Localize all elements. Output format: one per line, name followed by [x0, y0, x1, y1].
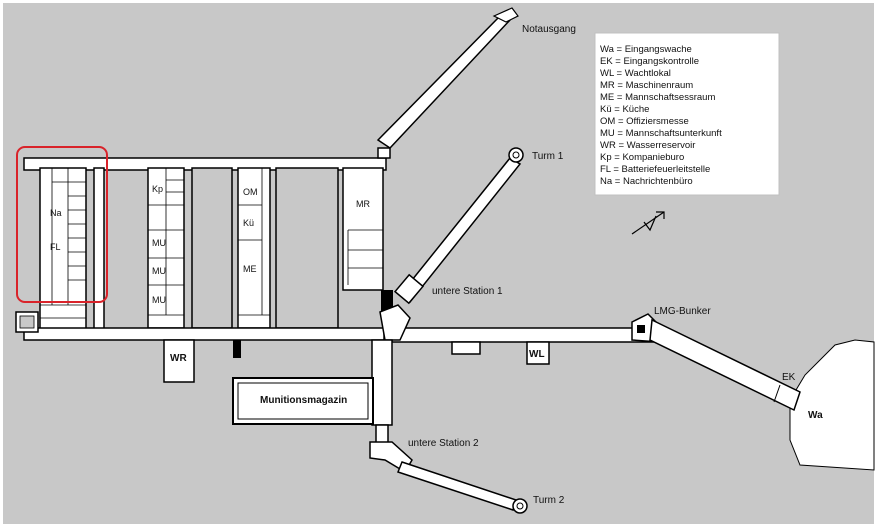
legend-item: Na = Nachrichtenbüro: [600, 176, 693, 187]
legend-item: MU = Mannschaftsunterkunft: [600, 128, 722, 139]
main-corridor-south: [23, 327, 385, 341]
room-label-mu-2: MU: [152, 266, 166, 276]
rock-outcrop: [789, 339, 875, 471]
room-label-na: Na: [50, 208, 62, 218]
junction: [379, 304, 411, 341]
label-wa: Wa: [808, 410, 823, 421]
north-arrow-icon: [631, 211, 665, 235]
room-label-mu-3: MU: [152, 295, 166, 305]
corridor-east: [391, 327, 661, 343]
room-label-me: ME: [243, 264, 257, 274]
label-untere-station-1: untere Station 1: [432, 286, 503, 297]
room-wr: [163, 339, 195, 383]
label-munitionsmagazin: Munitionsmagazin: [260, 395, 347, 406]
room-label-om: OM: [243, 187, 258, 197]
legend-item: Kp = Kompanieburo: [600, 152, 684, 163]
highlight-box: [16, 146, 108, 303]
legend-item: WR = Wasserreservoir: [600, 140, 695, 151]
block-om-ku-me: [237, 167, 271, 329]
shaft-turm-2: [397, 461, 517, 511]
room-wl: [526, 341, 550, 365]
room-label-fl: FL: [50, 242, 61, 252]
label-ek: EK: [782, 372, 796, 383]
room-label-mr: MR: [356, 199, 370, 209]
legend-item: OM = Offiziersmesse: [600, 116, 689, 127]
legend-box: [594, 32, 780, 196]
tunnel-entrance: [649, 318, 801, 412]
label-wl: WL: [529, 349, 545, 360]
label-lmg-bunker: LMG-Bunker: [654, 306, 711, 317]
room-label-ku: Kü: [243, 218, 254, 228]
label-turm-1: Turm 1: [532, 151, 564, 162]
legend-item: WL = Wachtlokal: [600, 68, 671, 79]
block-mr: [342, 167, 384, 291]
legend-item: EK = Eingangskontrolle: [600, 56, 699, 67]
room-label-mu-1: MU: [152, 238, 166, 248]
block-na-fl: [39, 167, 87, 331]
corridor-south: [371, 339, 393, 426]
label-untere-station-2: untere Station 2: [408, 438, 479, 449]
legend-item: Kü = Küche: [600, 104, 649, 115]
legend-list: Wa = Eingangswache EK = Eingangskontroll…: [600, 44, 722, 187]
legend-item: MR = Maschinenraum: [600, 80, 693, 91]
room-label-kp: Kp: [152, 184, 163, 194]
legend-item: Wa = Eingangswache: [600, 44, 692, 55]
label-wr: WR: [170, 353, 187, 364]
block-side-corridor: [93, 167, 105, 331]
label-notausgang: Notausgang: [522, 24, 576, 35]
legend-item: ME = Mannschaftsessraum: [600, 92, 715, 103]
block-na-fl-grid: [40, 168, 86, 319]
label-turm-2: Turm 2: [533, 495, 565, 506]
legend-item: FL = Batteriefeuerleitstelle: [600, 164, 710, 175]
